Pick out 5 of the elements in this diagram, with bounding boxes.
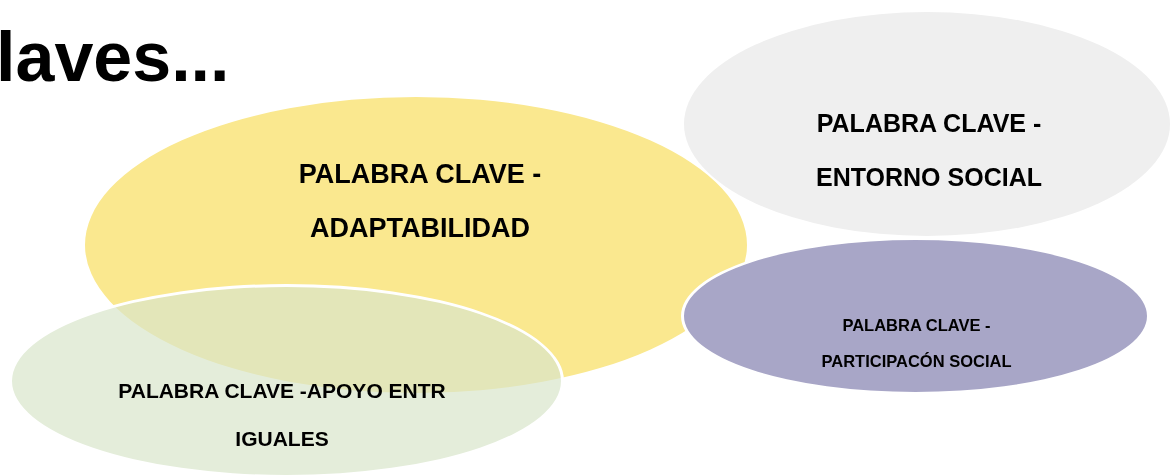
- keyword-text: PALABRA CLAVE -APOYO ENTR IGUALES: [117, 378, 447, 452]
- keyword-text: PALABRA CLAVE - ENTORNO SOCIAL: [815, 108, 1043, 193]
- title: laves...: [0, 22, 230, 92]
- keyword-text: PALABRA CLAVE - PARTICIPACÓN SOCIAL: [820, 315, 1013, 372]
- keyword-text: PALABRA CLAVE - ADAPTABILIDAD: [297, 158, 543, 245]
